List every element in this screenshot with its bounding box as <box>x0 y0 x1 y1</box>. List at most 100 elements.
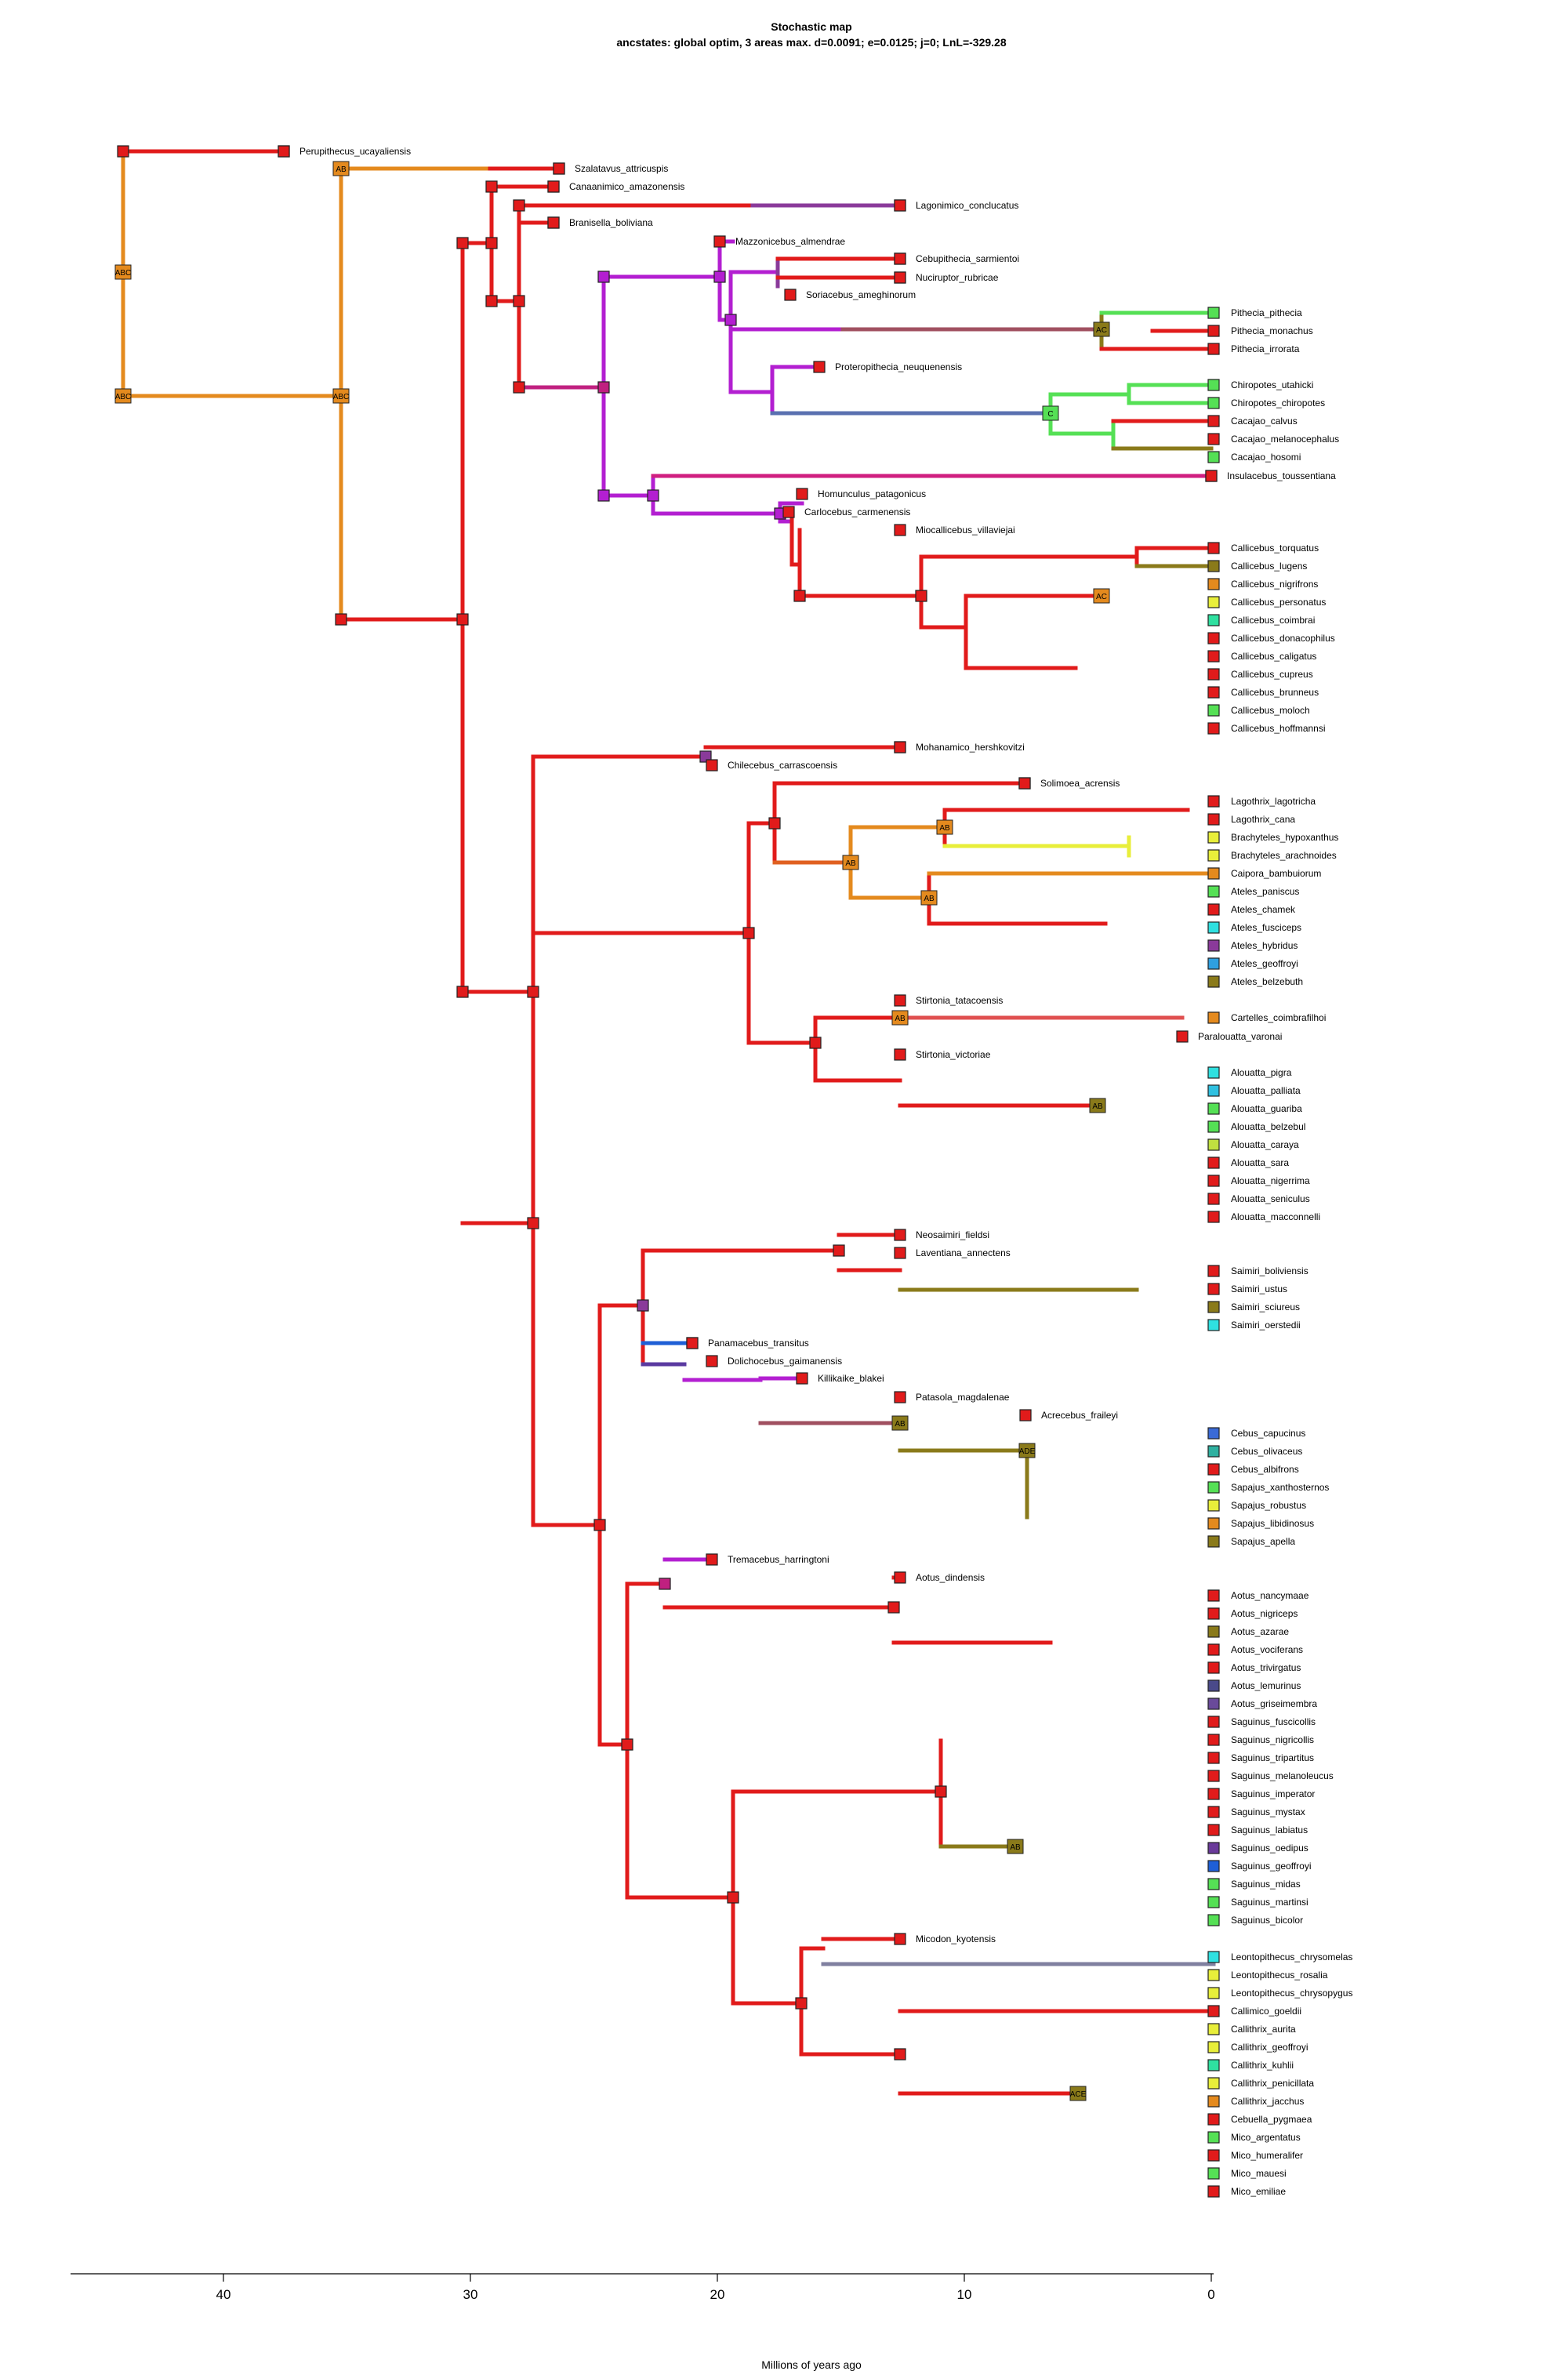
tip-label: Saimiri_sciureus <box>1231 1302 1300 1313</box>
tip-marker <box>1207 1011 1220 1024</box>
tip-label: Aotus_vociferans <box>1231 1644 1303 1655</box>
tip-label: Micodon_kyotensis <box>916 1933 996 1944</box>
tip-marker <box>547 216 560 229</box>
tip-marker <box>706 1553 718 1566</box>
tip-label: Nuciruptor_rubricae <box>916 272 999 283</box>
state-box <box>891 1415 909 1431</box>
tip-label: Insulacebus_toussentiana <box>1227 470 1336 481</box>
chart-title: Stochastic map <box>771 20 852 33</box>
tip-marker <box>1207 1535 1220 1548</box>
tip-marker <box>1207 2167 1220 2180</box>
tip-label: Mico_argentatus <box>1231 2132 1301 2143</box>
node-marker <box>456 986 469 998</box>
node-marker <box>513 381 525 394</box>
tip-marker <box>1207 1878 1220 1890</box>
tip-label: Saimiri_oerstedii <box>1231 1320 1301 1331</box>
node-marker <box>513 199 525 212</box>
tip-marker <box>1207 1301 1220 1313</box>
state-box <box>1007 1839 1024 1854</box>
tip-label: Lagothrix_lagotricha <box>1231 796 1316 807</box>
tip-marker <box>1207 1481 1220 1494</box>
tip-label: Homunculus_patagonicus <box>818 488 926 499</box>
tip-marker <box>1207 415 1220 427</box>
tip-label: Proteropithecia_neuquenensis <box>835 361 962 372</box>
tip-label: Saguinus_oedipus <box>1231 1843 1308 1854</box>
tip-marker <box>894 1247 906 1259</box>
tip-marker <box>1207 542 1220 554</box>
state-box <box>1093 588 1110 604</box>
tip-label: Ateles_fusciceps <box>1231 922 1301 933</box>
tip-marker <box>782 506 795 518</box>
node-marker <box>485 237 498 249</box>
tip-label: Alouatta_caraya <box>1231 1139 1299 1150</box>
tip-label: Dolichocebus_gaimanensis <box>728 1356 842 1367</box>
tip-label: Saguinus_mystax <box>1231 1806 1305 1817</box>
tip-marker <box>1207 2131 1220 2144</box>
tip-label: Laventiana_annectens <box>916 1247 1011 1258</box>
tip-label: Cacajao_calvus <box>1231 416 1298 427</box>
tip-marker <box>894 252 906 265</box>
tip-marker <box>1207 921 1220 934</box>
tip-marker <box>1207 704 1220 717</box>
state-box <box>1018 1443 1036 1458</box>
tip-label: Leontopithecus_rosalia <box>1231 1970 1328 1981</box>
tip-label: Callicebus_cupreus <box>1231 669 1313 680</box>
tip-marker <box>706 759 718 772</box>
tip-marker <box>553 162 565 175</box>
node-marker <box>597 489 610 502</box>
tip-marker <box>1207 433 1220 445</box>
node-marker <box>915 590 927 602</box>
node-marker <box>485 295 498 307</box>
state-box <box>936 819 953 835</box>
tip-marker <box>1207 1066 1220 1079</box>
tip-marker <box>1207 343 1220 355</box>
node-marker <box>727 1891 739 1904</box>
tip-marker <box>1207 1084 1220 1097</box>
tip-marker <box>894 199 906 212</box>
tip-label: Saguinus_imperator <box>1231 1788 1315 1799</box>
tip-label: Aotus_nigriceps <box>1231 1608 1298 1619</box>
tip-label: Callithrix_jacchus <box>1231 2096 1304 2107</box>
tip-label: Alouatta_seniculus <box>1231 1193 1310 1204</box>
tip-marker <box>1207 2059 1220 2071</box>
node-marker <box>935 1785 947 1798</box>
tip-label: Ateles_hybridus <box>1231 940 1298 951</box>
tip-label: Neosaimiri_fieldsi <box>916 1229 989 1240</box>
tip-marker <box>1207 1770 1220 1782</box>
tip-marker <box>1207 1734 1220 1746</box>
tip-marker <box>686 1337 699 1349</box>
tip-marker <box>1207 1643 1220 1656</box>
tip-marker <box>1207 1697 1220 1710</box>
tip-label: Saguinus_geoffroyi <box>1231 1861 1312 1872</box>
tip-marker <box>1019 1409 1032 1422</box>
tip-marker <box>1207 1896 1220 1908</box>
tip-label: Saguinus_midas <box>1231 1879 1301 1890</box>
tip-marker <box>1207 1156 1220 1169</box>
tip-marker <box>1207 632 1220 644</box>
tip-marker <box>1207 1175 1220 1187</box>
tip-marker <box>1207 1427 1220 1440</box>
tip-marker <box>1207 1661 1220 1674</box>
tip-marker <box>1207 1138 1220 1151</box>
tip-marker <box>1207 1193 1220 1205</box>
tip-label: Acrecebus_fraileyi <box>1041 1410 1118 1421</box>
tip-label: Aotus_dindensis <box>916 1572 985 1583</box>
tip-marker <box>1207 1860 1220 1872</box>
tip-marker <box>1207 1752 1220 1764</box>
tip-marker <box>1207 307 1220 319</box>
tip-marker <box>1207 1951 1220 1963</box>
tip-marker <box>1207 1914 1220 1926</box>
tip-marker <box>1207 2113 1220 2126</box>
tip-label: Stirtonia_victoriae <box>916 1049 991 1060</box>
tip-marker <box>1207 2041 1220 2053</box>
tip-label: Cebus_capucinus <box>1231 1428 1305 1439</box>
tip-label: Callicebus_torquatus <box>1231 543 1319 554</box>
tip-label: Saguinus_labiatus <box>1231 1825 1308 1835</box>
tip-marker <box>894 1391 906 1403</box>
tip-marker <box>1207 1788 1220 1800</box>
tip-label: Ateles_geoffroyi <box>1231 958 1298 969</box>
tip-label: Miocallicebus_villaviejai <box>916 525 1015 536</box>
tip-label: Paralouatta_varonai <box>1198 1031 1282 1042</box>
tip-marker <box>1207 2023 1220 2035</box>
state-label: AC <box>1096 593 1107 601</box>
